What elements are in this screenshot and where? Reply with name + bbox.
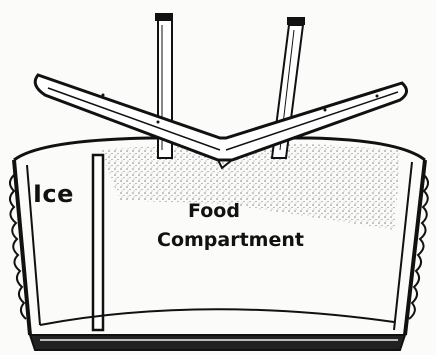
food-compartment-label-line1: Food [188,200,240,222]
food-compartment-label-line2: Compartment [157,229,304,251]
container-base [30,335,405,350]
interior-shading [100,143,400,230]
ice-label: Ice [33,180,74,208]
right-beading [409,175,428,319]
ice-divider [93,155,103,330]
